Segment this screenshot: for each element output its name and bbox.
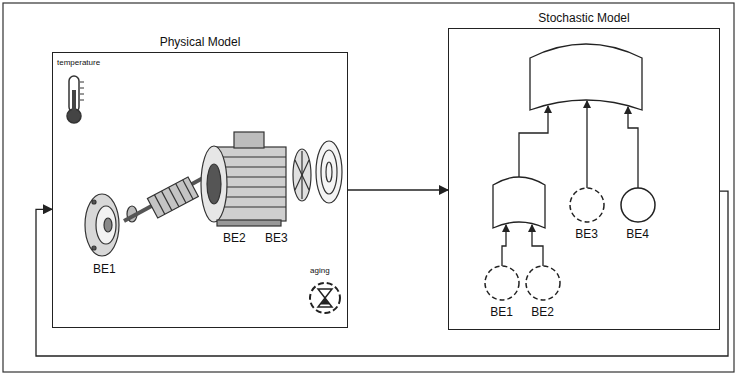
part-label: aging (309, 266, 331, 275)
event-circle (618, 185, 658, 225)
event-label: BE4 (618, 227, 658, 241)
event-circle (567, 185, 607, 225)
gate-wire (628, 107, 638, 188)
or-gate (493, 177, 545, 228)
aging-icon (310, 283, 340, 313)
event-label: BE1 (482, 305, 522, 319)
event-label: BE2 (523, 305, 563, 319)
box-title: Physical Model (53, 35, 347, 49)
basic-event-dashed: BE3 (567, 185, 607, 241)
fault-tree (493, 44, 642, 266)
part-label: BE3 (264, 231, 289, 245)
motor-illustration (85, 132, 342, 256)
model-box: Stochastic ModelBE1BE2BE3BE4 (448, 28, 720, 330)
gate-wire (519, 106, 548, 177)
gate-wire (502, 225, 506, 266)
event-label: BE3 (567, 227, 607, 241)
event-circle-outline (621, 188, 655, 222)
gate-wire (586, 101, 587, 188)
thermometer-icon (67, 76, 84, 123)
gate-wire (532, 225, 543, 266)
or-gate (530, 44, 642, 110)
model-box: Physical Model (52, 52, 348, 328)
basic-event: BE4 (618, 185, 658, 241)
event-circle-outline (485, 266, 519, 300)
event-circle-outline (570, 188, 604, 222)
event-circle (523, 263, 563, 303)
part-label: BE1 (92, 262, 117, 276)
part-label: temperature (56, 58, 101, 67)
box-title: Stochastic Model (449, 11, 719, 25)
flow-arrow (348, 189, 448, 190)
event-circle-outline (526, 266, 560, 300)
basic-event-dashed: BE1 (482, 263, 522, 319)
basic-event-dashed: BE2 (523, 263, 563, 319)
outer-frame (3, 3, 734, 372)
part-label: BE2 (222, 231, 247, 245)
event-circle (482, 263, 522, 303)
